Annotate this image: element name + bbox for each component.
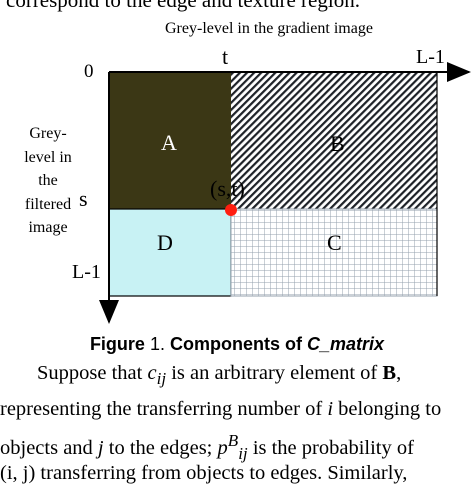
preceding-text: correspond to the edge and texture regio… bbox=[6, 0, 360, 12]
body-text: is an arbitrary element of bbox=[171, 362, 378, 384]
region-a-label: A bbox=[161, 130, 177, 155]
math-subscript: ij bbox=[238, 443, 248, 463]
x-axis-title: Grey-level in the gradient image bbox=[165, 20, 373, 37]
bold-symbol: B bbox=[382, 362, 397, 384]
math-symbol: j bbox=[97, 436, 104, 459]
body-line-1: Suppose that cij is an arbitrary element… bbox=[37, 362, 401, 389]
region-a bbox=[109, 72, 231, 209]
y-threshold-label: s bbox=[79, 186, 88, 211]
body-text: belonging to bbox=[338, 398, 442, 420]
body-line-3: objects and j to the edges; pBij is the … bbox=[0, 431, 414, 464]
body-line-2: representing the transferring number of … bbox=[0, 398, 441, 421]
body-text: to the edges; bbox=[108, 436, 213, 459]
origin-label: 0 bbox=[84, 61, 94, 82]
body-line-4: (i, j) transferring from objects to edge… bbox=[0, 462, 408, 484]
caption-text: Components of bbox=[170, 334, 302, 354]
x-end-label: L-1 bbox=[416, 46, 445, 68]
c-matrix-diagram bbox=[99, 62, 471, 324]
caption-number: 1. bbox=[149, 334, 165, 354]
x-threshold-label: t bbox=[222, 44, 229, 69]
point-label: (s,t) bbox=[210, 176, 245, 201]
body-text: representing the transferring number of bbox=[0, 398, 323, 420]
figure-caption: Figure 1. Components of C_matrix bbox=[0, 334, 474, 355]
region-c bbox=[231, 209, 437, 296]
math-subscript: ij bbox=[156, 369, 167, 389]
math-symbol: p bbox=[217, 436, 228, 459]
body-text: objects and bbox=[0, 436, 93, 459]
math-symbol: c bbox=[147, 362, 157, 384]
region-c-label: C bbox=[327, 230, 342, 255]
y-axis-title: Grey-level in the filtered image bbox=[24, 125, 72, 236]
region-b-label: B bbox=[330, 131, 345, 156]
caption-prefix: Figure bbox=[89, 334, 145, 354]
caption-matrix-name: C_matrix bbox=[307, 334, 385, 354]
region-b bbox=[231, 72, 437, 209]
threshold-point bbox=[225, 204, 237, 216]
math-superscript: B bbox=[227, 431, 239, 450]
y-end-label: L-1 bbox=[72, 261, 101, 283]
body-text: is the probability of bbox=[252, 436, 414, 459]
body-text: , bbox=[396, 362, 402, 384]
math-symbol: i bbox=[327, 398, 334, 420]
body-text: Suppose that bbox=[37, 362, 143, 384]
region-d-label: D bbox=[157, 230, 173, 255]
